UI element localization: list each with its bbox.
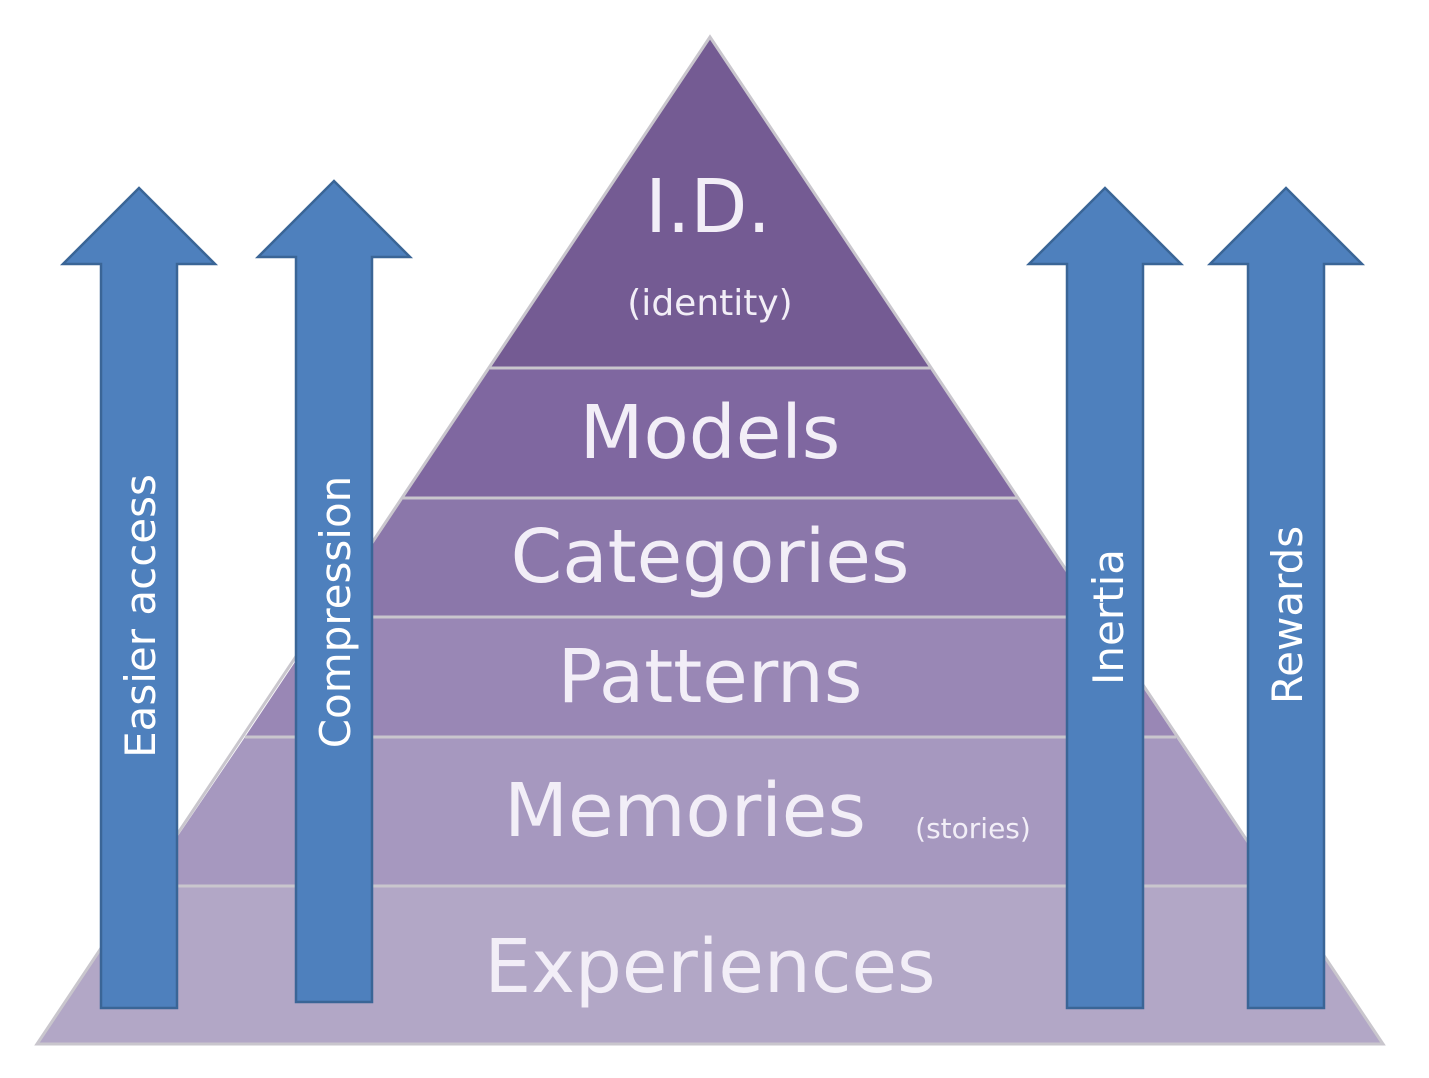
layer-memories-label: Memories <box>504 768 866 854</box>
layer-experiences-label: Experiences <box>484 924 935 1010</box>
pyramid-outline <box>34 34 1386 1046</box>
layer-memories-sublabel: (stories) <box>915 812 1031 845</box>
inertia-label: Inertia <box>1084 549 1133 685</box>
layer-identity-sublabel: (identity) <box>627 283 792 324</box>
pyramid <box>34 34 1386 1046</box>
layer-identity-band <box>490 37 930 368</box>
easier-access-label: Easier access <box>116 474 165 758</box>
compression-arrow <box>254 179 414 1004</box>
inertia-arrow <box>1025 186 1185 1010</box>
rewards-arrow <box>1206 186 1366 1010</box>
layer-experiences-band <box>37 886 1383 1044</box>
rewards-label: Rewards <box>1263 526 1312 704</box>
arrows: Easier access Compression Inertia Reward… <box>59 179 1366 1010</box>
compression-label: Compression <box>311 476 360 749</box>
layer-models-band <box>403 368 1017 498</box>
layer-models-label: Models <box>580 390 841 476</box>
layer-categories-band <box>325 498 1096 617</box>
layer-patterns-band <box>245 617 1176 737</box>
layer-categories-label: Categories <box>511 514 910 600</box>
easier-access-arrow <box>59 186 219 1010</box>
layer-patterns-label: Patterns <box>558 634 863 720</box>
pyramid-labels: I.D. (identity) Models Categories Patter… <box>484 164 1030 1010</box>
layer-memories-band <box>144 737 1276 886</box>
layer-identity-label: I.D. <box>645 164 771 250</box>
